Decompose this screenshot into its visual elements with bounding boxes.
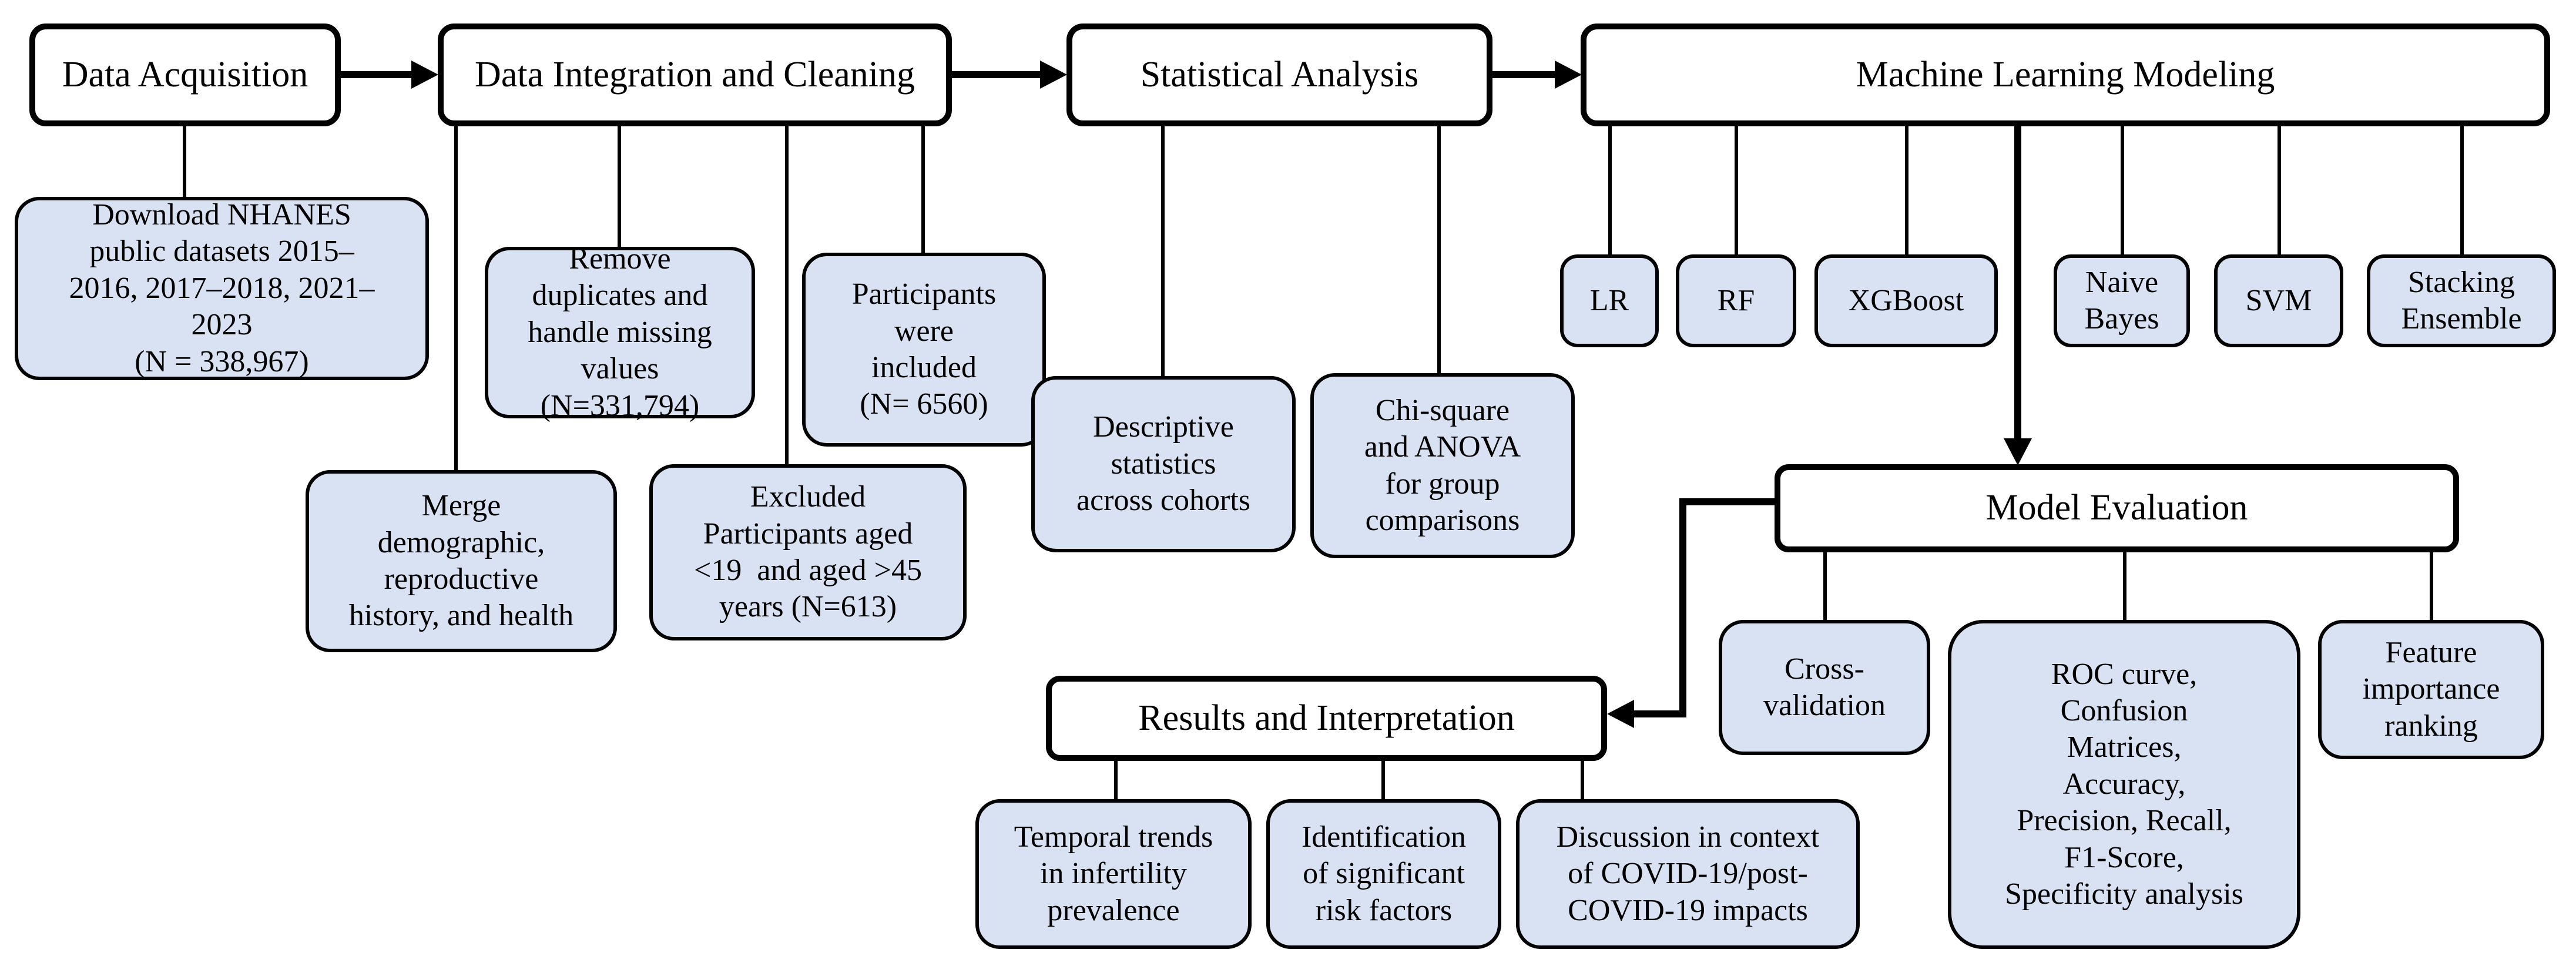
box-feature-importance: Feature importance ranking xyxy=(2318,620,2544,759)
connector-evaluation-crossvalidation xyxy=(1823,552,1827,620)
flow-line-evaluation-elbow-top xyxy=(1679,498,1775,505)
connector-evaluation-feature-importance xyxy=(2430,552,2433,620)
connector-statistical-chisquare xyxy=(1437,126,1441,373)
stage-statistical-analysis: Statistical Analysis xyxy=(1066,24,1492,126)
box-risk-factors: Identification of significant risk facto… xyxy=(1266,799,1501,949)
box-download-nhanes: Download NHANES public datasets 2015– 20… xyxy=(15,197,429,380)
box-model-svm: SVM xyxy=(2214,254,2343,347)
flow-line-integration-to-statistical xyxy=(952,71,1041,78)
stage-machine-learning-modeling: Machine Learning Modeling xyxy=(1581,24,2550,126)
box-model-lr: LR xyxy=(1560,254,1659,347)
connector-ml-naive-bayes xyxy=(2121,126,2124,254)
flow-line-acquisition-to-integration xyxy=(341,71,415,78)
arrow-right-icon xyxy=(1040,61,1067,89)
box-chi-square-anova: Chi-square and ANOVA for group compariso… xyxy=(1310,373,1575,558)
box-remove-duplicates: Remove duplicates and handle missing val… xyxy=(485,242,755,422)
connector-ml-svm xyxy=(2278,126,2281,254)
box-cross-validation: Cross- validation xyxy=(1719,620,1930,755)
arrow-right-icon xyxy=(411,61,438,89)
connector-integration-included xyxy=(921,126,925,253)
connector-ml-rf xyxy=(1735,126,1738,254)
connector-statistical-descriptive xyxy=(1161,126,1165,376)
connector-ml-lr xyxy=(1608,126,1612,254)
connector-results-discussion xyxy=(1581,761,1584,799)
box-excluded-participants: Excluded Participants aged <19 and aged … xyxy=(649,464,967,640)
connector-integration-merge xyxy=(454,126,458,470)
connector-ml-xgboost xyxy=(1905,126,1908,254)
box-merge-data: Merge demographic, reproductive history,… xyxy=(306,470,617,652)
arrow-left-icon xyxy=(1607,700,1634,728)
arrow-down-icon xyxy=(2004,438,2032,465)
stage-results-interpretation: Results and Interpretation xyxy=(1046,676,1607,761)
connector-acquisition-download xyxy=(183,126,186,197)
stage-data-acquisition: Data Acquisition xyxy=(29,24,341,126)
connector-integration-excluded xyxy=(785,126,789,464)
box-model-xgboost: XGBoost xyxy=(1814,254,1998,347)
flow-line-statistical-to-ml xyxy=(1492,71,1556,78)
stage-data-integration-cleaning: Data Integration and Cleaning xyxy=(438,24,952,126)
box-model-rf: RF xyxy=(1676,254,1796,347)
flow-line-evaluation-elbow-vertical xyxy=(1679,498,1686,717)
flow-line-evaluation-elbow-bottom xyxy=(1633,710,1686,717)
connector-evaluation-roc xyxy=(2123,552,2126,620)
flow-line-ml-to-evaluation xyxy=(2014,126,2021,440)
connector-ml-stacking xyxy=(2460,126,2464,254)
connector-integration-remove-duplicates xyxy=(618,126,621,247)
box-model-stacking-ensemble: Stacking Ensemble xyxy=(2367,254,2556,347)
box-descriptive-statistics: Descriptive statistics across cohorts xyxy=(1031,376,1296,552)
connector-results-riskfactors xyxy=(1381,761,1385,799)
connector-results-temporal xyxy=(1114,761,1118,799)
stage-model-evaluation: Model Evaluation xyxy=(1775,464,2459,552)
arrow-right-icon xyxy=(1555,61,1582,89)
box-covid-discussion: Discussion in context of COVID-19/post- … xyxy=(1516,799,1860,949)
box-model-naive-bayes: Naive Bayes xyxy=(2054,254,2190,347)
box-temporal-trends: Temporal trends in infertility prevalenc… xyxy=(975,799,1252,949)
box-included-participants: Participants were included (N= 6560) xyxy=(802,253,1046,447)
box-roc-metrics: ROC curve, Confusion Matrices, Accuracy,… xyxy=(1948,620,2300,949)
